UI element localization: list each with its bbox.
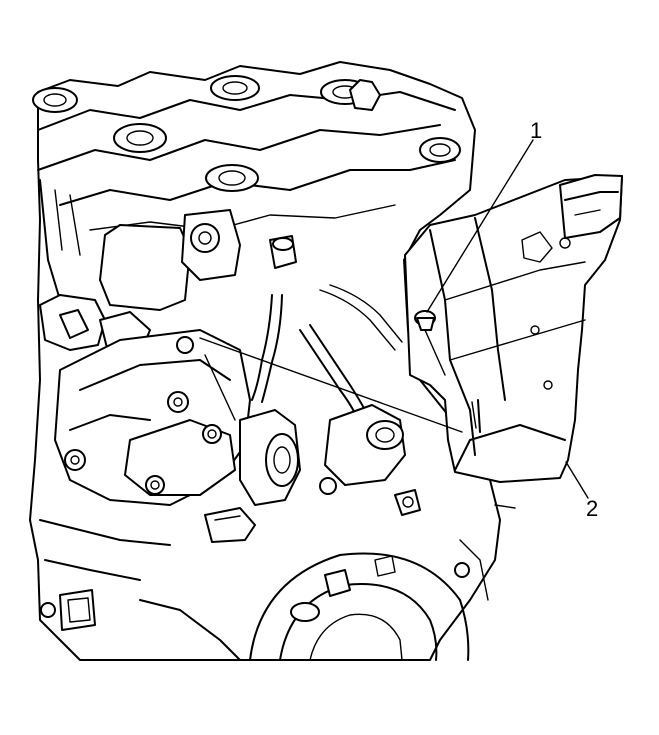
- leader-line-2: [565, 461, 589, 499]
- leader-line-1: [426, 139, 534, 313]
- guide-line-upper: [199, 337, 463, 433]
- cover-bolt: [414, 310, 446, 376]
- fuel-pump-assembly: [39, 284, 421, 543]
- guide-line-lower: [204, 354, 236, 421]
- callout-label-1: 1: [530, 118, 542, 143]
- lower-block: [39, 504, 516, 661]
- callout-label-2: 2: [586, 496, 598, 521]
- callout-leaders: [199, 139, 589, 499]
- timing-cover: [404, 174, 623, 483]
